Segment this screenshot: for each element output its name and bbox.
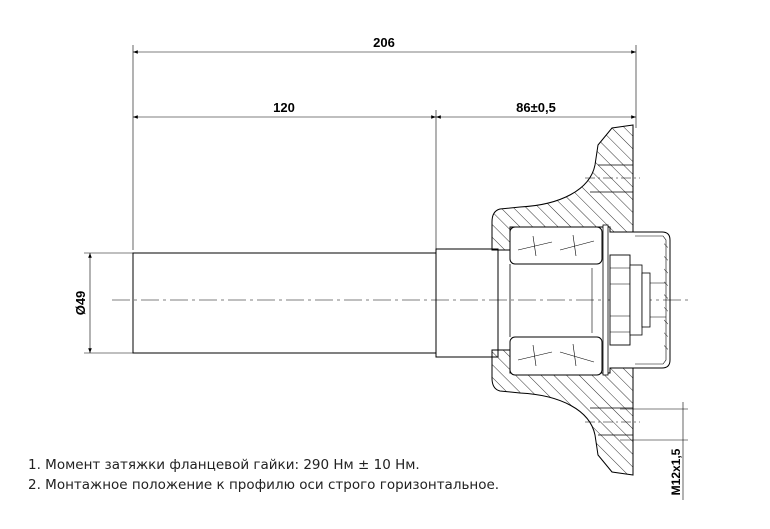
axle-tube [132, 252, 437, 354]
note-2: 2. Монтажное положение к профилю оси стр… [28, 477, 500, 493]
axle-spindle [435, 248, 499, 358]
dimension-overall: 206 [132, 35, 637, 250]
svg-text:M12x1,5: M12x1,5 [669, 448, 683, 495]
dimension-hub-length: 86±0,5 [436, 100, 636, 119]
axle-nut [602, 224, 651, 376]
svg-text:120: 120 [273, 100, 295, 115]
svg-text:86±0,5: 86±0,5 [516, 100, 556, 115]
notes: 1. Момент затяжки фланцевой гайки: 290 Н… [28, 455, 499, 495]
dimension-thread: M12x1,5 [620, 402, 688, 500]
hub-section [491, 124, 640, 476]
dimension-tube-length: 120 [133, 100, 437, 250]
dimension-diameter: Ø49 [73, 252, 133, 354]
svg-text:206: 206 [373, 35, 395, 50]
bearing-top [509, 226, 603, 265]
note-1: 1. Момент затяжки фланцевой гайки: 290 Н… [28, 457, 420, 473]
bearing-bottom [509, 336, 603, 376]
dust-cap [633, 231, 671, 369]
svg-text:Ø49: Ø49 [73, 291, 88, 316]
